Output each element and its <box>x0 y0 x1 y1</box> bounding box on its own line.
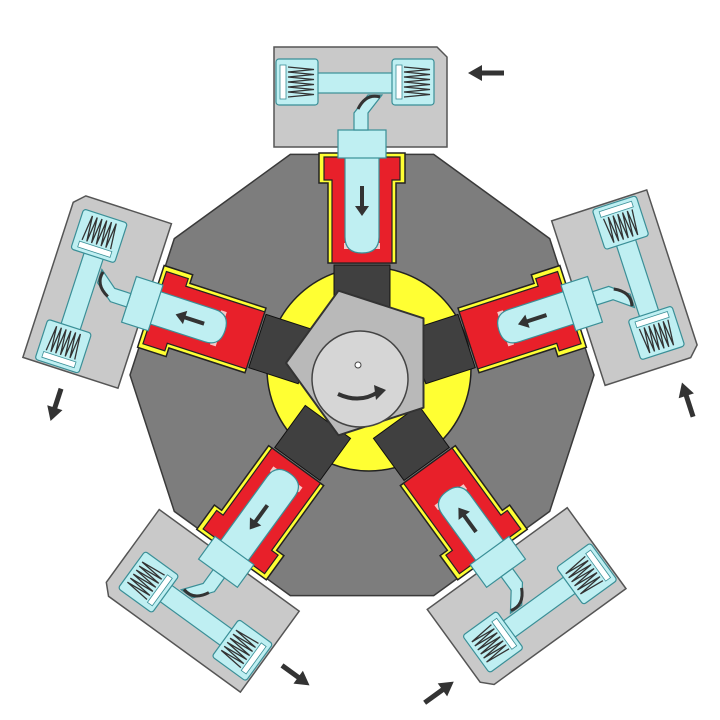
valve-seat <box>279 64 287 100</box>
spring-icon <box>287 66 315 98</box>
connecting-rod <box>372 404 451 482</box>
elbow-curved-arrow <box>510 587 524 612</box>
arrow-icon <box>293 670 310 686</box>
valve-seat <box>585 549 612 582</box>
passage-elbow <box>500 567 524 615</box>
cylinder-assembly-right <box>407 195 685 385</box>
port-neck <box>337 129 387 159</box>
arrow-icon <box>678 382 694 399</box>
cylinder-assembly-lower-right <box>372 404 617 673</box>
manifold-channel <box>306 72 398 94</box>
passage-elbow <box>96 268 132 308</box>
spring-icon <box>638 319 675 354</box>
arrow-icon <box>47 405 63 422</box>
valve-seat <box>77 240 113 258</box>
curved-arrow-icon <box>337 390 380 401</box>
passage-elbow <box>179 568 226 599</box>
arrow-icon <box>437 681 454 697</box>
elbow-curved-arrow <box>356 94 381 110</box>
inflow-arrow-shaft <box>683 393 696 418</box>
spring-icon <box>471 624 510 663</box>
arrow-icon <box>355 206 369 216</box>
elbow-curved-arrow <box>98 271 109 298</box>
spring-icon <box>81 215 117 250</box>
arrow-icon <box>468 65 482 81</box>
passage-elbow <box>353 94 384 131</box>
spring-icon <box>45 325 82 360</box>
port-flow-arrow-left <box>47 387 64 422</box>
port-flow-arrow-right <box>678 382 696 418</box>
connecting-rod <box>407 313 476 385</box>
chamber-flow-arrow-shaft <box>182 315 205 326</box>
valve-seat <box>598 200 634 218</box>
port-flow-arrow-top <box>468 65 504 81</box>
chamber-flow-arrow-shaft <box>524 313 548 324</box>
flow-arrows <box>47 65 696 705</box>
valve-seat <box>634 311 670 329</box>
spring-icon <box>565 555 604 595</box>
arrow-icon <box>175 310 188 325</box>
spring-icon <box>602 209 639 243</box>
inflow-arrow-shaft <box>423 686 446 705</box>
arrow-icon <box>458 507 470 520</box>
elbow-curved-arrow <box>613 287 634 307</box>
outflow-arrow-shaft <box>280 663 302 681</box>
crank-disc <box>311 330 409 428</box>
port-flow-arrow-lower-right <box>423 681 454 705</box>
elbow-curved-arrow <box>182 588 210 598</box>
rotation-arrowhead <box>374 385 386 400</box>
shaft-center <box>354 361 362 369</box>
passage-elbow <box>591 285 636 309</box>
port-flow-arrow-lower-left <box>280 663 310 686</box>
cylinder-assembly-left <box>35 209 317 385</box>
arrow-icon <box>249 517 262 530</box>
inlet-valve <box>212 619 273 681</box>
cylinder-assembly-lower-left <box>118 404 352 681</box>
inlet-valve <box>556 543 617 605</box>
valve-seat <box>146 574 173 607</box>
outflow-arrow-shaft <box>51 387 64 411</box>
spring-icon <box>126 561 165 600</box>
valve-seat <box>240 642 267 675</box>
outlet-valve <box>463 611 523 673</box>
valve-seat <box>491 617 518 650</box>
arrow-icon <box>517 314 530 328</box>
pump-internals <box>35 58 685 681</box>
outlet-valve <box>118 551 179 613</box>
chamber-flow-arrow-shaft <box>461 512 478 534</box>
valve-seat <box>41 350 77 369</box>
valve-seat <box>395 64 403 100</box>
spring-icon <box>220 629 259 669</box>
chamber-flow-arrow-shaft <box>252 504 269 525</box>
connecting-rod <box>273 404 352 482</box>
spring-icon <box>403 66 431 98</box>
